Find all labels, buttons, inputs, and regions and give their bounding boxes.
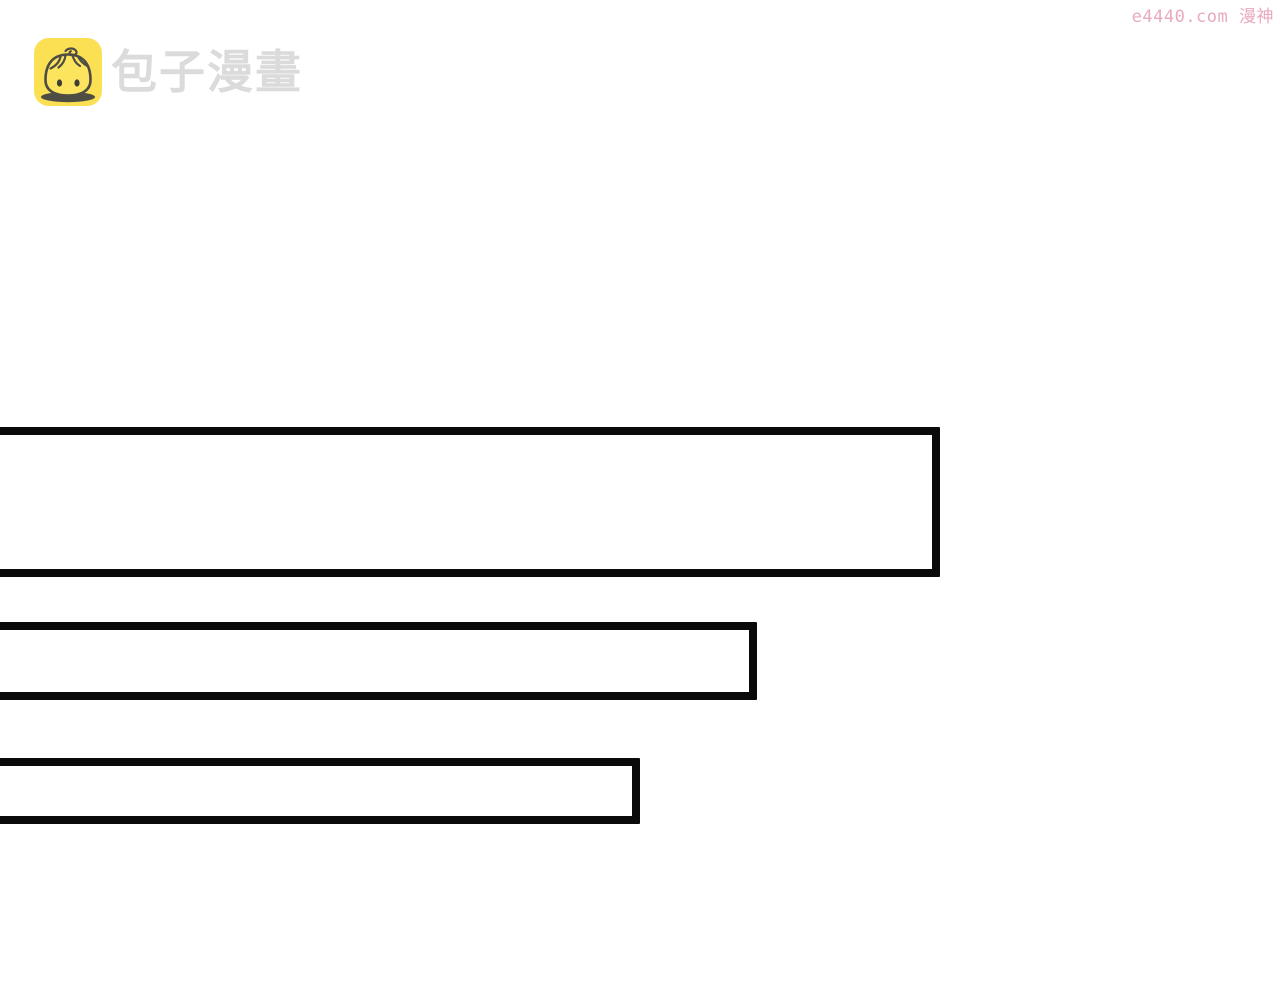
caption-box-3 <box>0 758 640 824</box>
caption-box-2 <box>0 622 757 700</box>
site-logo[interactable]: 包子漫畫 <box>34 38 303 106</box>
site-title: 包子漫畫 <box>111 46 303 98</box>
caption-box-1 <box>0 427 940 577</box>
baozi-bun-icon <box>34 38 102 106</box>
watermark-text: e4440.com 漫神 <box>1131 7 1274 27</box>
